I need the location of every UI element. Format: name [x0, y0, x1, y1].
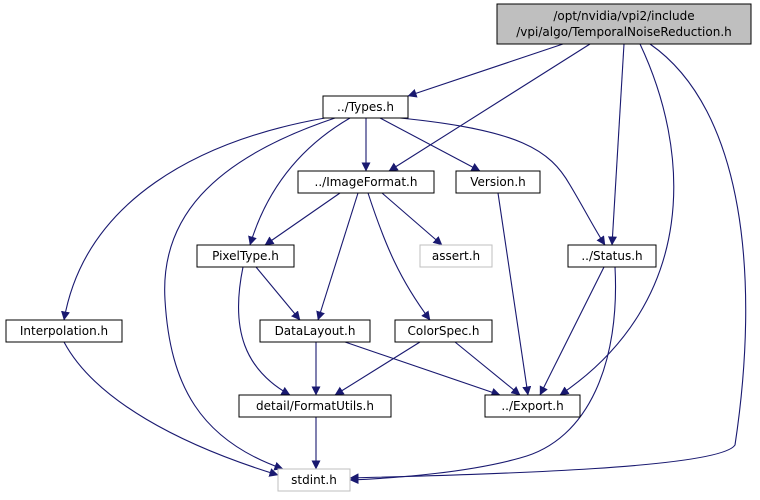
node-imageformat[interactable]: ../ImageFormat.h [297, 170, 435, 194]
edge-pixeltype-to-datalayout [255, 266, 301, 321]
node-label: Interpolation.h [20, 324, 108, 338]
edge-imageformat-to-assert [381, 192, 443, 246]
edge-types-to-status [399, 117, 606, 246]
edge-imageformat-to-pixeltype [264, 192, 341, 246]
edge-types-to-stdint [164, 117, 336, 471]
edge-status-to-stdint [349, 266, 617, 485]
edge-root-to-status [608, 43, 625, 246]
edge-imageformat-to-datalayout [316, 192, 359, 321]
edge-status-to-export [539, 266, 605, 396]
edge-colorspec-to-formatutils [334, 341, 421, 396]
node-label: assert.h [432, 249, 480, 263]
node-box [394, 319, 493, 343]
node-assert: assert.h [419, 244, 493, 268]
node-label: ../Status.h [581, 249, 642, 263]
node-label: ../ImageFormat.h [315, 175, 418, 189]
node-box [5, 319, 123, 343]
node-formatutils[interactable]: detail/FormatUtils.h [238, 394, 392, 418]
node-datalayout[interactable]: DataLayout.h [259, 319, 371, 343]
node-box [484, 394, 581, 418]
node-label: /opt/nvidia/vpi2/include [553, 9, 694, 23]
edge-types-to-interpolation [61, 117, 326, 321]
node-label: /vpi/algo/TemporalNoiseReduction.h [516, 25, 731, 39]
edge-root-to-imageformat [388, 43, 591, 172]
node-box [496, 3, 752, 45]
node-colorspec[interactable]: ColorSpec.h [394, 319, 493, 343]
edge-interpolation-to-stdint [63, 341, 279, 477]
node-label: Version.h [470, 175, 526, 189]
node-types[interactable]: ../Types.h [322, 95, 409, 119]
edge-imageformat-to-colorspec [367, 192, 431, 321]
edge-version-to-export [497, 192, 532, 396]
node-label: ColorSpec.h [408, 324, 480, 338]
node-box [297, 170, 435, 194]
node-label: ../Types.h [337, 100, 394, 114]
edge-colorspec-to-export [454, 341, 521, 396]
edge-root-to-stdint [349, 43, 747, 483]
node-export[interactable]: ../Export.h [484, 394, 581, 418]
node-box [196, 244, 295, 268]
node-label: DataLayout.h [275, 324, 356, 338]
node-root[interactable]: /opt/nvidia/vpi2/include/vpi/algo/Tempor… [496, 3, 752, 45]
node-version[interactable]: Version.h [455, 170, 541, 194]
node-box [419, 244, 493, 268]
edge-root-to-export [559, 43, 675, 396]
node-box [277, 468, 351, 492]
node-label: stdint.h [291, 473, 337, 487]
node-interpolation[interactable]: Interpolation.h [5, 319, 123, 343]
node-pixeltype[interactable]: PixelType.h [196, 244, 295, 268]
nodes-layer: /opt/nvidia/vpi2/include/vpi/algo/Tempor… [5, 3, 752, 492]
edge-pixeltype-to-formatutils [237, 266, 291, 396]
node-box [259, 319, 371, 343]
node-box [455, 170, 541, 194]
node-box [238, 394, 392, 418]
node-label: detail/FormatUtils.h [256, 399, 374, 413]
edge-types-to-pixeltype [248, 117, 351, 246]
node-stdint: stdint.h [277, 468, 351, 492]
node-status[interactable]: ../Status.h [567, 244, 657, 268]
node-label: ../Export.h [501, 399, 563, 413]
edges-layer [61, 43, 747, 485]
edge-datalayout-to-export [344, 341, 501, 397]
node-box [322, 95, 409, 119]
node-box [567, 244, 657, 268]
node-label: PixelType.h [212, 249, 279, 263]
edge-root-to-types [407, 43, 564, 98]
edge-types-to-version [379, 117, 481, 172]
